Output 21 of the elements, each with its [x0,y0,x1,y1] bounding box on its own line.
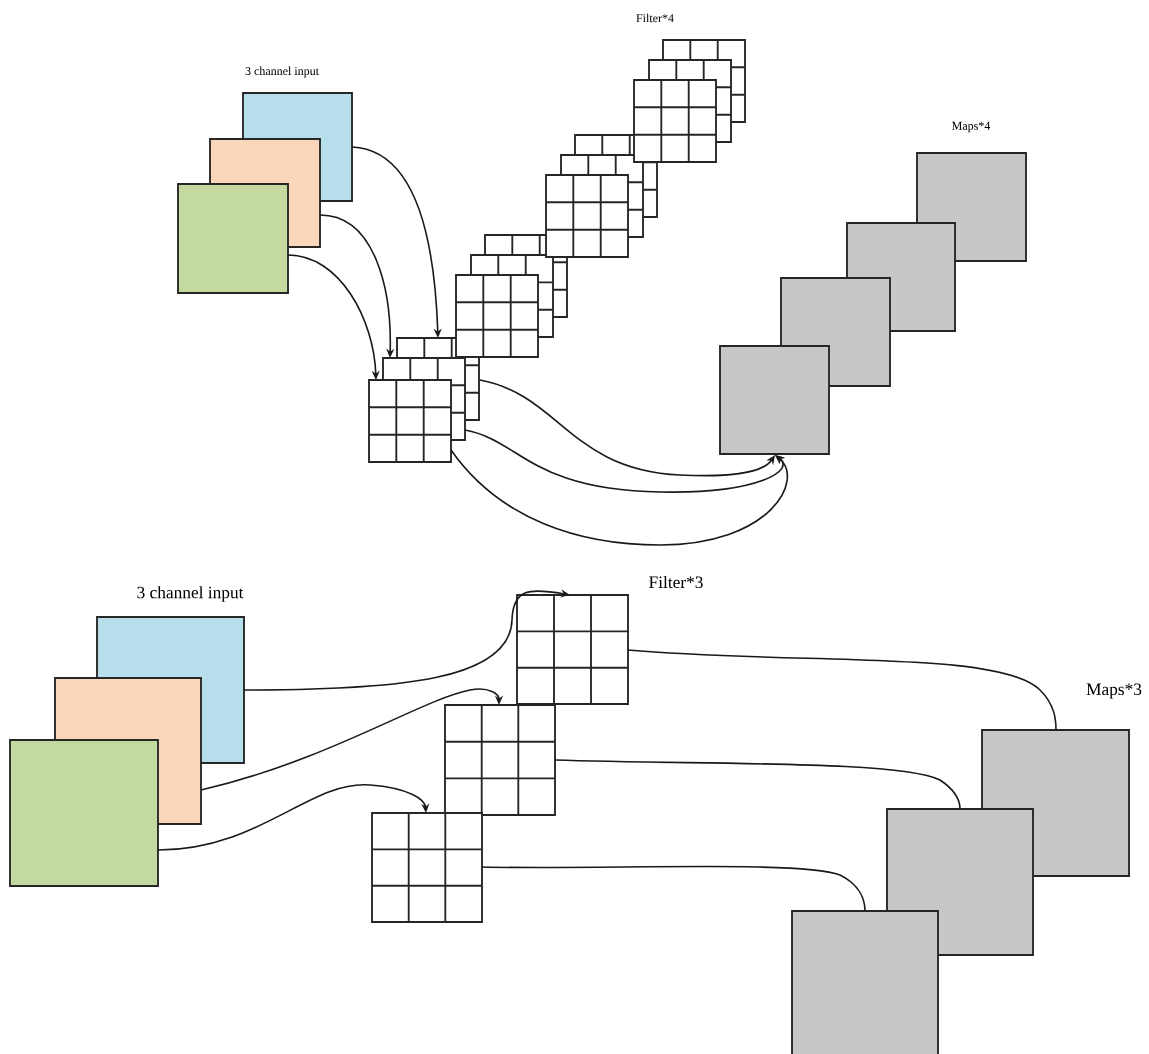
filter-grid [371,812,483,923]
filter-grid [455,274,539,358]
panel-label: Maps*3 [1086,683,1142,699]
arrow [157,784,430,851]
map-square [886,808,1034,956]
arrow [200,688,504,791]
channel-square [9,739,159,887]
filter-grid [633,79,717,163]
filter-grid [368,379,452,463]
filter-grid [444,704,556,816]
filter-grid [516,594,629,705]
panel-label: 3 channel input [245,66,319,78]
filter-grid [545,174,629,258]
arrow [479,379,775,477]
channel-square [177,183,289,294]
arrow [450,449,788,546]
map-square [791,910,939,1054]
panel-label: Maps*4 [952,121,991,133]
panel-label: Filter*4 [636,13,674,23]
map-square [719,345,830,455]
panel-label: Filter*3 [649,575,703,589]
